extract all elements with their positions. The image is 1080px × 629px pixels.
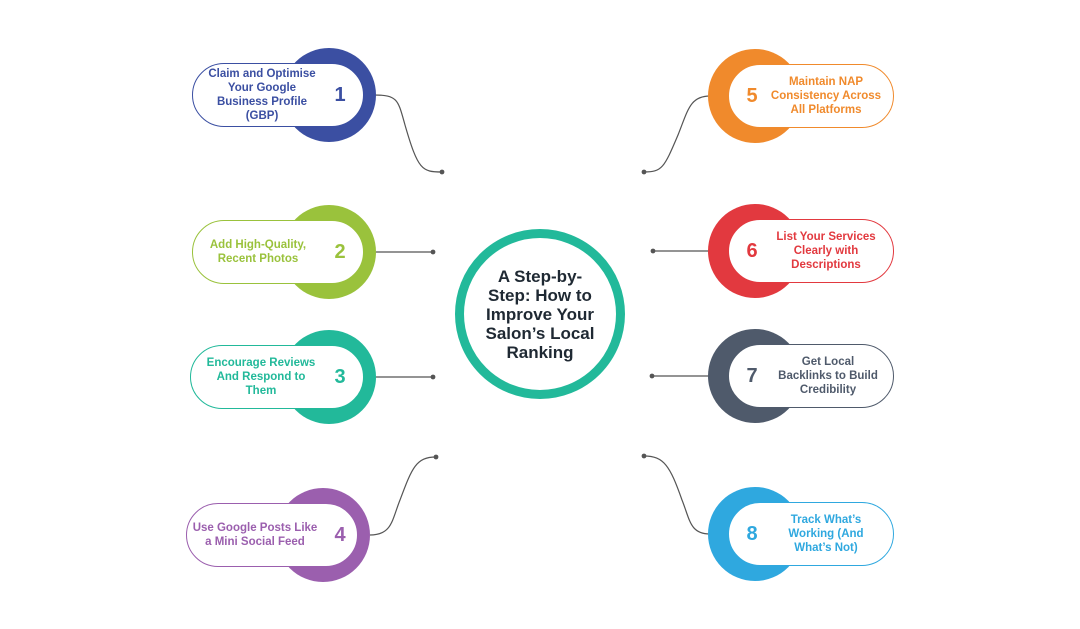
step-2-number: 2 [334,241,346,263]
center-title: A Step-by-Step: How to Improve Your Salo… [485,266,595,362]
step-1-number: 1 [334,84,346,106]
step-8-pill [728,502,894,566]
connector-1 [373,94,443,173]
connector-5 [643,95,711,173]
step-6-number: 6 [746,240,758,262]
step-8-label: Track What’s Working (And What’s Not) [788,514,864,554]
step-5-pill [728,64,894,128]
connector-dot-2 [430,249,436,255]
step-3-number: 3 [334,366,346,388]
step-7-label: Get Local Backlinks to Build Credibility [778,356,878,396]
step-5-label: Maintain NAP Consistency Across All Plat… [770,76,882,116]
step-4-pill [186,503,358,567]
connector-dot-8 [641,453,647,459]
step-7-number: 7 [746,365,758,387]
step-5-number: 5 [746,85,758,107]
connector-dot-3 [430,374,436,380]
step-3-pill [190,345,364,409]
step-7-pill [728,344,894,408]
step-2-pill [192,220,364,284]
connector-8 [643,455,711,535]
center-title-circle: A Step-by-Step: How to Improve Your Salo… [455,229,625,399]
step-6-label: List Your Services Clearly with Descript… [776,231,876,271]
step-6-pill [728,219,894,283]
connector-dot-6 [650,248,656,254]
connector-dot-7 [649,373,655,379]
step-1-pill [192,63,364,127]
step-4-number: 4 [334,524,346,546]
connector-dot-1 [439,169,445,175]
step-3-label: Encourage Reviews And Respond to Them [206,357,316,397]
step-4-label: Use Google Posts Like a Mini Social Feed [192,522,318,548]
step-8-number: 8 [746,523,758,545]
connector-4 [369,456,437,536]
connector-dot-5 [641,169,647,175]
step-2-label: Add High-Quality, Recent Photos [209,239,307,265]
connector-dot-4 [433,454,439,460]
step-1-label: Claim and Optimise Your Google Business … [208,68,316,122]
